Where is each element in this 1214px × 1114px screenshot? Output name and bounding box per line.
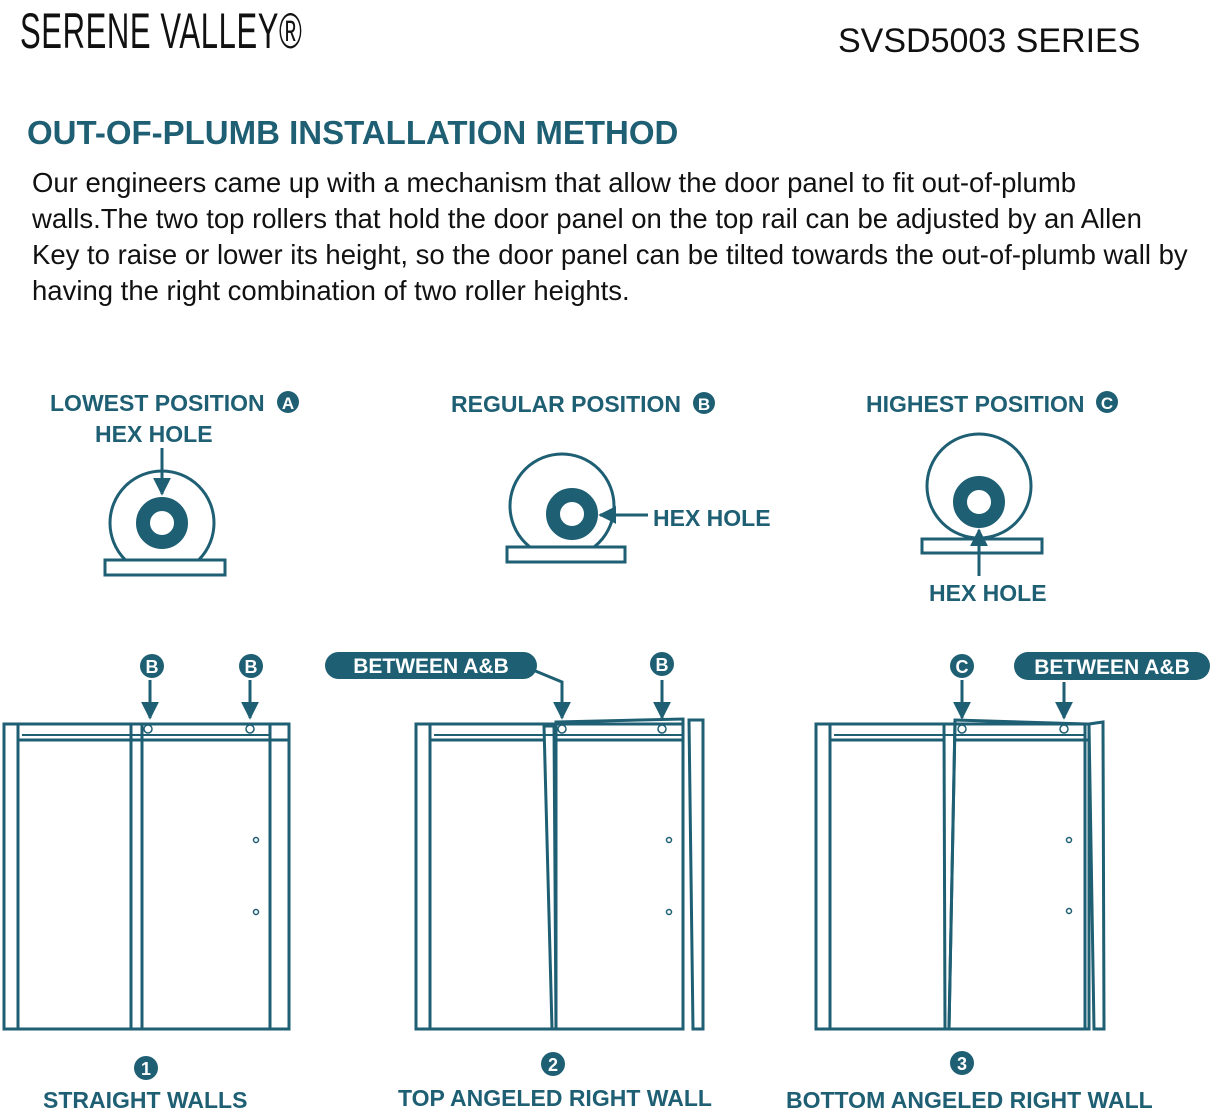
series-name: SVSD5003 SERIES [838,22,1141,60]
section-description: Our engineers came up with a mechanism t… [32,167,1188,306]
roller-pill-2-left: BETWEEN A&B [325,652,537,679]
roller-badge-3-left: C [950,654,974,678]
roller-badge-2-right: B [650,652,674,676]
brand-logo: SERENE VALLEY® [20,3,303,59]
badge-c-icon: C [1096,391,1118,413]
section-title: OUT-OF-PLUMB INSTALLATION METHOD [27,114,679,151]
svg-text:2: 2 [548,1055,558,1075]
position-b-hex-label: HEX HOLE [653,505,771,531]
roller-regular-icon [505,452,648,564]
position-a-hex-label: HEX HOLE [95,421,213,447]
position-b-label: REGULAR POSITION [451,391,682,417]
step-3-badge: 3 [950,1051,974,1075]
door-diagram-bottom-angled [814,680,1106,1031]
roller-pill-3-right: BETWEEN A&B [1014,652,1210,680]
step-2-badge: 2 [541,1052,565,1076]
roller-highest-icon [920,432,1044,576]
svg-text:A: A [282,394,294,413]
svg-text:3: 3 [957,1054,967,1074]
door-diagram-top-angled [414,668,705,1031]
door-diagram-straight [2,680,291,1031]
svg-text:B: B [146,657,159,677]
position-a-label: LOWEST POSITION [50,390,265,416]
svg-text:B: B [656,655,669,675]
badge-a-icon: A [277,391,299,413]
config-2-caption: TOP ANGELED RIGHT WALL [398,1085,712,1111]
svg-text:C: C [1101,394,1113,413]
svg-text:BETWEEN A&B: BETWEEN A&B [1034,656,1190,679]
svg-text:B: B [698,395,710,414]
position-c-label: HIGHEST POSITION [866,391,1085,417]
roller-badge-1-left: B [140,654,164,678]
svg-text:B: B [245,657,258,677]
roller-lowest-icon [103,448,227,577]
badge-b-icon: B [693,392,715,414]
step-1-badge: 1 [134,1056,158,1080]
position-c-hex-label: HEX HOLE [929,580,1047,606]
roller-badge-1-right: B [239,654,263,678]
config-1-caption: STRAIGHT WALLS [43,1087,248,1113]
config-3-caption: BOTTOM ANGELED RIGHT WALL [786,1087,1153,1113]
svg-text:1: 1 [141,1059,151,1079]
svg-text:BETWEEN A&B: BETWEEN A&B [353,655,509,678]
svg-text:C: C [956,657,969,677]
